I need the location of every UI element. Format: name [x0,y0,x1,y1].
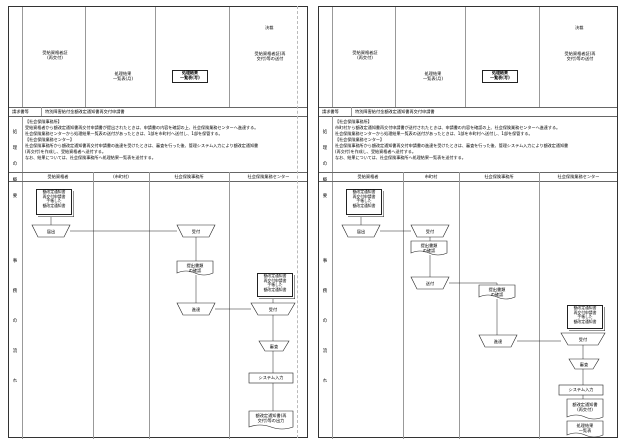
outline-line-3: 社会保険業務センターから処理結果一覧表の送付があったときは、1部を市町村へ送付し… [25,131,223,136]
decision-label: 決裁 [265,25,274,30]
node-receive-2: 受付 [578,337,588,342]
node-forward: 進達 [191,307,201,312]
doc-line: 手帳した [46,198,62,204]
outline-line-7: なお、結果については、社会保険事務所へ処理結果一覧表を送付する。 [335,155,466,160]
node-check: 提出書類 の確認 [488,287,506,297]
center-documents: 額改定通知書 再交付申請書 手帳した 額改定通知書 [567,305,603,329]
request-name: 特別障害給付金額改定通知書再交付申請書 [45,109,125,114]
doc-line: 再交付申請書 [42,193,66,199]
outline-line-1: 【社会保険事務所】 [25,119,62,124]
lane-3: 社会保険事務所 [484,174,514,179]
outline-line-5: 社会保険事務所から額改定通知書再交付申請書の進達を受けたときは、審査を行った後、… [25,143,259,148]
outline-label: 処理の概要 [322,130,328,199]
flow-label: 事務の流れ [322,259,328,384]
doc-line: 額改定通知書 [573,305,597,310]
top-cell-2: 処理結果 一覧表(月) [112,71,134,81]
outline-line-2: 受給資格者から額改定通知書再交付申請書が提出されたときは、申請書の内容を確認の上… [25,125,259,130]
node-receive-2: 受付 [268,307,278,312]
node-output: 額改定通知書(再 交付)等の出力 [255,413,287,423]
node-check-city: 提出書類 の確認 [420,243,438,253]
top-cell-2: 処理結果 一覧表(月) [422,71,444,81]
top-cell-4: 受給資格者証(再 交付)等の送付 [564,51,596,61]
outline-line-4: 【社会保険業務センター】 [25,137,75,142]
outline-line-7: なお、結果については、社会保険事務所へ処理結果一覧表を送付する。 [25,155,156,160]
lane-4: 社会保険業務センター [247,174,290,179]
lane-2: 市町村 [424,174,438,179]
page-divider [297,6,298,438]
node-review: 審査 [579,362,589,367]
doc-line: 手帳した [356,198,372,204]
doc-line: 再交付申請書 [263,277,287,283]
request-label: 請求書等 [12,109,29,114]
doc-line: 額改定通知書 [573,318,597,324]
node-send-city: 送付 [425,281,435,286]
outline-line-5: 社会保険事務所から額改定通知書再交付申請書の進達を受けたときは、審査を行った後、… [335,143,569,148]
flowchart-page-1: 決裁 受給資格者証 (再交付) 処理結果 一覧表(月) 処理結果 一覧表(写) … [8,6,308,439]
node-receive: 受付 [191,229,201,234]
node-result: 処理結果 一覧表 [576,423,594,433]
doc-line: 額改定通知書 [42,202,66,208]
node-input: システム入力 [258,375,284,380]
outline-line-6: (再交付)を作成し、受給資格者へ送付する。 [25,149,106,154]
doc-line: 額改定通知書 [42,189,66,194]
flowchart-page-2: 決裁 受給資格者証 (再交付) 処理結果 一覧表(月) 処理結果 一覧表(写) … [318,6,618,439]
node-receive-city: 受付 [425,229,435,234]
request-name: 特別障害給付金額改定通知書再交付申請書 [355,109,435,114]
top-cell-1: 受給資格者証 (再交付) [42,50,68,60]
flow-label: 事務の流れ [12,259,18,384]
top-cell-3-box: 処理結果 一覧表(写) [482,70,518,83]
doc-line: 手帳した [267,282,283,288]
center-documents: 額改定通知書 再交付申請書 手帳した 額改定通知書 [257,273,293,297]
doc-line: 額改定通知書 [352,189,376,194]
outline-line-2: 市町村から額改定通知書再交付申請書が送付されたときは、申請書の内容を確認の上、社… [335,125,561,130]
outline-line-3: 社会保険業務センターから処理結果一覧表の送付があったときは、1部を市町村へ送付し… [335,131,533,136]
doc-line: 再交付申請書 [573,309,597,315]
top-cell-4: 受給資格者証(再 交付)等の送付 [254,51,286,61]
top-cell-3-box: 処理結果 一覧表(写) [172,70,208,83]
node-submit: 届出 [46,229,56,234]
node-output: 額改定通知書 (再交付) [572,402,598,412]
lane-3: 社会保険事務所 [174,174,204,179]
doc-line: 額改定通知書 [263,273,287,278]
lane-2: (市町村) [113,174,129,179]
node-input: システム入力 [568,387,594,392]
doc-line: 手帳した [577,314,593,320]
lane-4: 社会保険業務センター [557,174,600,179]
lane-1: 受給資格者 [357,174,379,179]
outline-line-6: (再交付)を作成し、受給資格者へ送付する。 [335,149,416,154]
node-submit: 届出 [356,229,366,234]
flow-connectors [341,215,606,438]
flow-connectors [31,215,296,430]
top-cell-1: 受給資格者証 (再交付) [352,50,378,60]
request-label: 請求書等 [322,109,339,114]
applicant-documents: 額改定通知書 再交付申請書 手帳した 額改定通知書 [346,189,382,215]
decision-label: 決裁 [575,25,584,30]
node-review: 審査 [269,344,279,349]
node-forward: 進達 [493,339,503,344]
doc-line: 再交付申請書 [352,193,376,199]
doc-line: 額改定通知書 [352,202,376,208]
outline-line-1: 【社会保険事務所】 [335,119,372,124]
outline-line-4: 【社会保険業務センター】 [335,137,385,142]
doc-line: 額改定通知書 [263,286,287,292]
node-check: 提出書類 の確認 [186,263,204,273]
outline-label: 処理の概要 [12,130,18,199]
lane-1: 受給資格者 [47,174,69,179]
applicant-documents: 額改定通知書 再交付申請書 手帳した 額改定通知書 [36,189,72,215]
